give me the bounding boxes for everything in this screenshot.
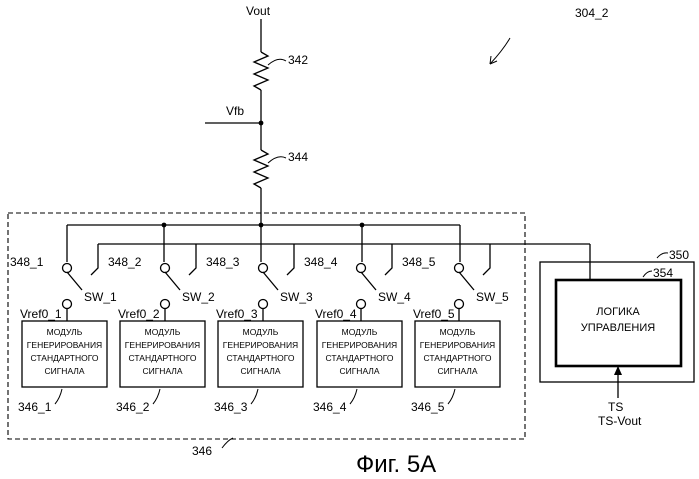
module-id-label: 346_3	[214, 400, 248, 414]
control-logic-line2: УПРАВЛЕНИЯ	[581, 322, 655, 334]
module-id-leader	[350, 389, 357, 404]
switch-label: 348_5	[402, 255, 436, 269]
module-text-line4: СИГНАЛА	[142, 366, 182, 376]
module-text-line2: ГЕНЕРИРОВАНИЯ	[322, 340, 397, 350]
vfb-label: Vfb	[226, 104, 244, 118]
switch-terminal-top	[455, 264, 464, 273]
module-text-line4: СИГНАЛА	[44, 366, 84, 376]
switch-arm	[165, 272, 180, 290]
module-text-line2: ГЕНЕРИРОВАНИЯ	[223, 340, 298, 350]
r2-label: 344	[288, 150, 308, 164]
switch-terminal-bottom	[455, 300, 464, 309]
ref-leader	[490, 38, 510, 64]
figure-caption: Фиг. 5A	[356, 451, 436, 478]
module-id-leader	[251, 389, 258, 404]
ts-label: TS	[608, 400, 623, 414]
module-text-line2: ГЕНЕРИРОВАНИЯ	[420, 340, 495, 350]
module-text-line4: СИГНАЛА	[240, 366, 280, 376]
sw-label: SW_5	[476, 290, 509, 304]
ts-vout-label: TS-Vout	[598, 414, 642, 428]
switch-terminal-top	[259, 264, 268, 273]
module-text-line3: СТАНДАРТНОГО	[31, 353, 99, 363]
switch-terminal-bottom	[161, 300, 170, 309]
module-3: МОДУЛЬ ГЕНЕРИРОВАНИЯ СТАНДАРТНОГО СИГНАЛА 34…	[206, 255, 313, 414]
sw-label: SW_1	[84, 290, 117, 304]
module-text-line4: СИГНАЛА	[437, 366, 477, 376]
resistor-344	[254, 150, 268, 188]
vout-label: Vout	[246, 4, 271, 18]
vref-label: Vref0_4	[315, 307, 357, 321]
ctrl-inner-label: 354	[653, 266, 673, 280]
figure-ref-label: 304_2	[575, 6, 609, 20]
module-id-leader	[448, 389, 455, 404]
module-text-line3: СТАНДАРТНОГО	[326, 353, 394, 363]
module-id-label: 346_1	[18, 400, 52, 414]
ctrl-outer-label: 350	[669, 248, 689, 262]
r1-leader	[268, 59, 286, 65]
modules-group: МОДУЛЬ ГЕНЕРИРОВАНИЯ СТАНДАРТНОГО СИГНАЛА 34…	[10, 255, 509, 414]
module-id-leader	[153, 389, 160, 404]
module-text-line3: СТАНДАРТНОГО	[129, 353, 197, 363]
module-id-label: 346_4	[313, 400, 347, 414]
switch-label: 348_1	[10, 255, 44, 269]
resistor-342	[254, 52, 268, 90]
module-text-line1: МОДУЛЬ	[342, 327, 378, 337]
switch-terminal-bottom	[63, 300, 72, 309]
module-id-leader	[55, 389, 62, 404]
switch-terminal-bottom	[357, 300, 366, 309]
r1-label: 342	[288, 53, 308, 67]
module-5: МОДУЛЬ ГЕНЕРИРОВАНИЯ СТАНДАРТНОГО СИГНАЛА 34…	[402, 255, 509, 414]
switch-terminal-top	[161, 264, 170, 273]
vref-label: Vref0_5	[413, 307, 455, 321]
module-text-line3: СТАНДАРТНОГО	[227, 353, 295, 363]
ctrl-outer-leader	[657, 253, 668, 258]
module-text-line4: СИГНАЛА	[339, 366, 379, 376]
sw-label: SW_3	[280, 290, 313, 304]
switch-arm	[263, 272, 278, 290]
module-text-line1: МОДУЛЬ	[440, 327, 476, 337]
module-text-line1: МОДУЛЬ	[243, 327, 279, 337]
module-1: МОДУЛЬ ГЕНЕРИРОВАНИЯ СТАНДАРТНОГО СИГНАЛА 34…	[10, 255, 117, 414]
module-4: МОДУЛЬ ГЕНЕРИРОВАНИЯ СТАНДАРТНОГО СИГНАЛА 34…	[304, 255, 411, 414]
switch-label: 348_3	[206, 255, 240, 269]
switch-terminal-top	[63, 264, 72, 273]
sw-label: SW_2	[182, 290, 215, 304]
module-text-line1: МОДУЛЬ	[145, 327, 181, 337]
module-id-label: 346_5	[411, 400, 445, 414]
ctrl-inner-leader	[643, 271, 652, 277]
module-text-line2: ГЕНЕРИРОВАНИЯ	[27, 340, 102, 350]
switch-arm	[459, 272, 474, 290]
switch-label: 348_4	[304, 255, 338, 269]
group-label: 346	[192, 444, 212, 458]
vfb-node	[259, 121, 264, 126]
sw-label: SW_4	[378, 290, 411, 304]
module-text-line2: ГЕНЕРИРОВАНИЯ	[125, 340, 200, 350]
module-text-line1: МОДУЛЬ	[47, 327, 83, 337]
r2-leader	[268, 157, 286, 163]
switch-label: 348_2	[108, 255, 142, 269]
vref-label: Vref0_1	[20, 307, 62, 321]
module-2: МОДУЛЬ ГЕНЕРИРОВАНИЯ СТАНДАРТНОГО СИГНАЛА 34…	[108, 255, 215, 414]
switch-terminal-bottom	[259, 300, 268, 309]
switch-terminal-top	[357, 264, 366, 273]
switch-arm	[361, 272, 376, 290]
module-text-line3: СТАНДАРТНОГО	[424, 353, 492, 363]
vref-label: Vref0_2	[118, 307, 160, 321]
switch-arm	[67, 272, 82, 290]
vref-label: Vref0_3	[216, 307, 258, 321]
control-logic-line1: ЛОГИКА	[596, 306, 640, 318]
control-bus	[91, 244, 590, 280]
ts-arrowhead	[614, 366, 622, 375]
module-id-label: 346_2	[116, 400, 150, 414]
